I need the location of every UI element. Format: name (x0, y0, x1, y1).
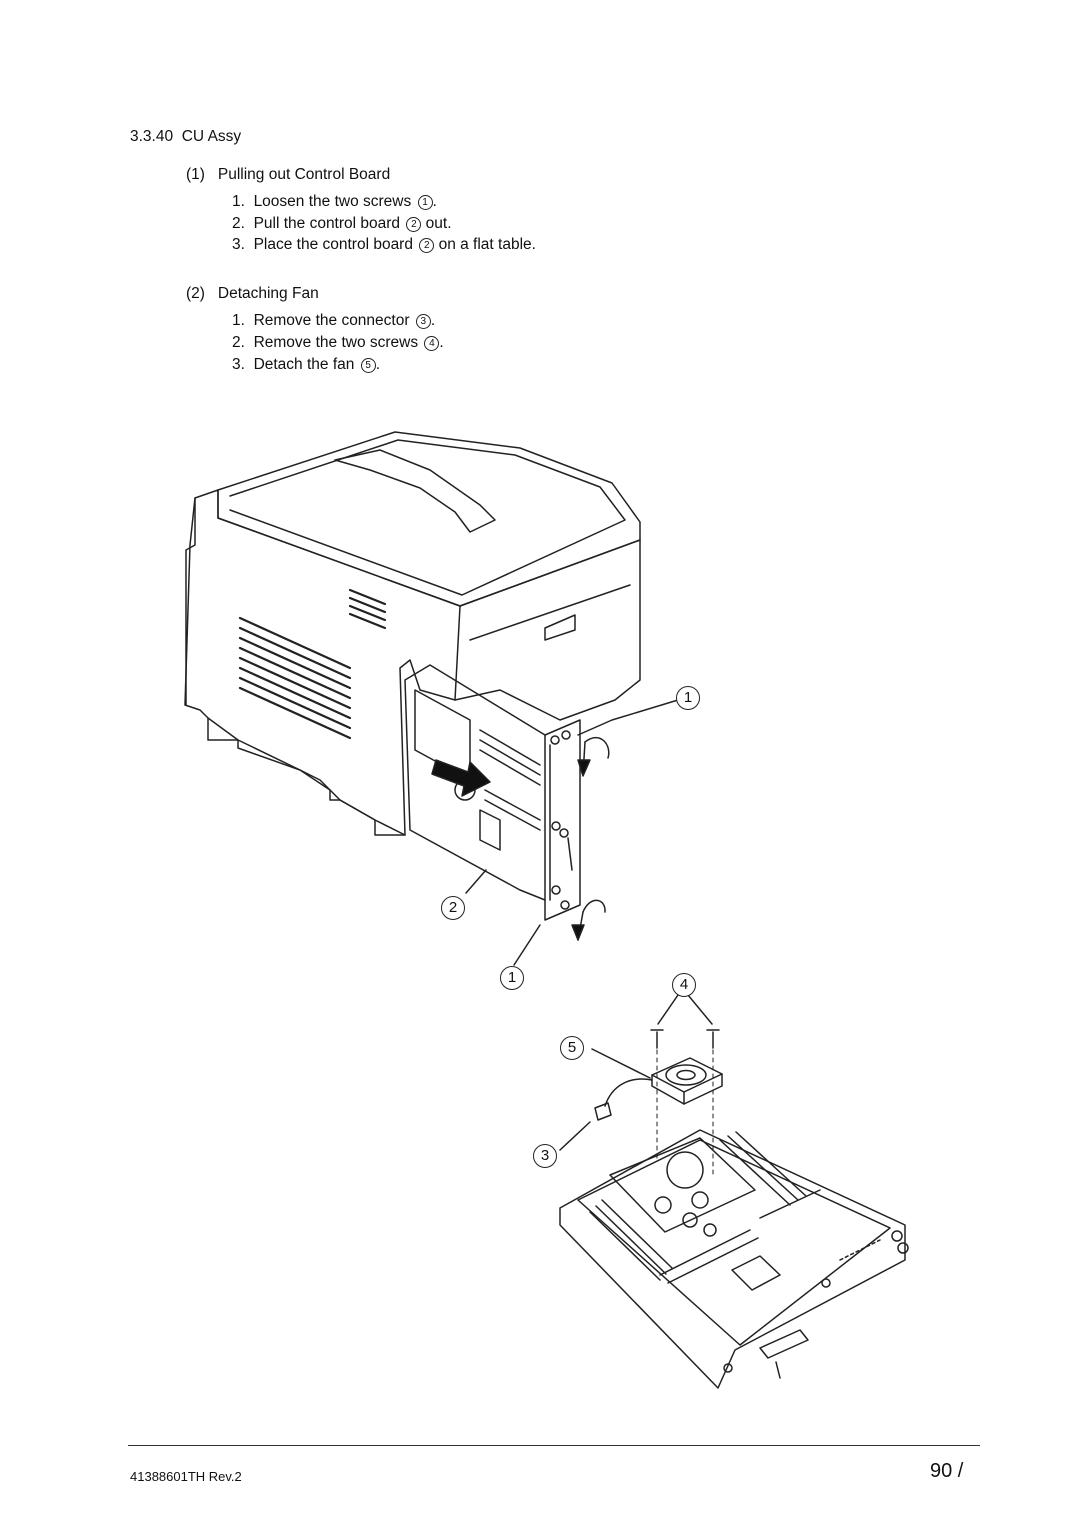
control-board-drawing (404, 664, 679, 966)
callout-label: 1 (500, 966, 524, 990)
step-1-item-1: 1. Loosen the two screws 1. (232, 193, 437, 210)
callout-label: 4 (672, 973, 696, 997)
printer-drawing (184, 431, 641, 836)
ref-circle: 5 (360, 358, 376, 373)
fan-board-drawing (559, 994, 909, 1389)
ref-circle: 4 (424, 336, 440, 351)
step-1-heading: (1) Pulling out Control Board (186, 166, 391, 183)
page-number: 90 / (930, 1460, 964, 1482)
document-id: 41388601TH Rev.2 (130, 1469, 242, 1484)
step-2-item-2: 2. Remove the two screws 4. (232, 334, 444, 351)
step-1-item-3: 3. Place the control board 2 on a flat t… (232, 236, 536, 253)
callout-label: 2 (441, 896, 465, 920)
step-1-item-2: 2. Pull the control board 2 out. (232, 215, 452, 232)
ref-circle: 2 (406, 217, 422, 232)
section-number: 3.3.40 (130, 128, 174, 145)
footer-divider (128, 1445, 980, 1446)
ref-circle: 1 (417, 195, 433, 210)
callout-label: 5 (560, 1036, 584, 1060)
ref-circle: 2 (419, 238, 435, 253)
callout-label: 1 (676, 686, 700, 710)
step-2-heading: (2) Detaching Fan (186, 285, 319, 302)
step-2-item-3: 3. Detach the fan 5. (232, 356, 381, 373)
section-heading: 3.3.40 CU Assy (130, 128, 241, 146)
section-title: CU Assy (181, 128, 242, 145)
ref-circle: 3 (415, 314, 431, 329)
callout-label: 3 (533, 1144, 557, 1168)
step-2-item-1: 1. Remove the connector 3. (232, 312, 436, 329)
